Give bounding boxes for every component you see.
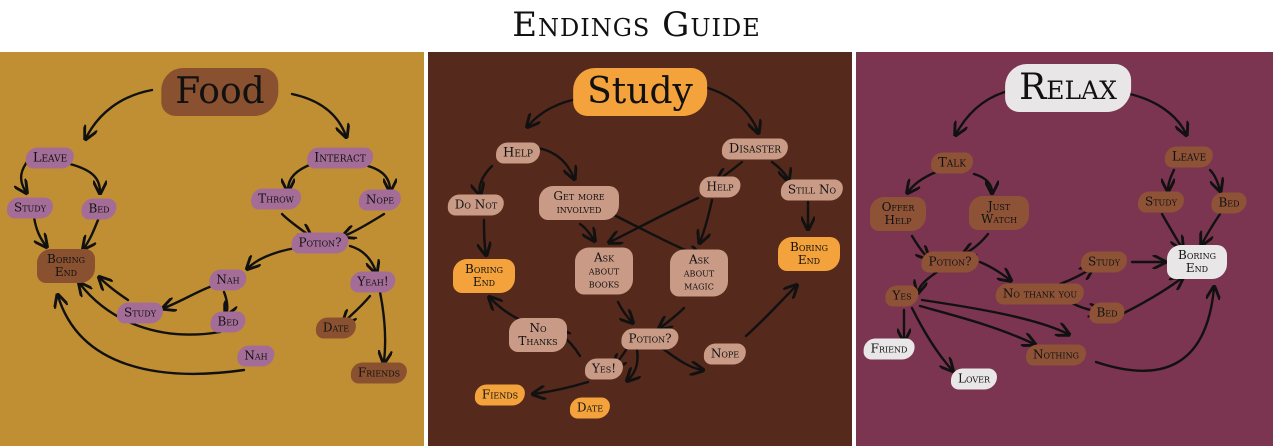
relax-title[interactable]: Relax [1005, 64, 1131, 112]
relax-node-talk[interactable]: Talk [931, 152, 973, 174]
study-node-fiends[interactable]: Fiends [474, 384, 526, 406]
food-node-nah2[interactable]: Nah [237, 345, 275, 367]
study-node-disaster[interactable]: Disaster [721, 138, 789, 160]
relax-node-leave[interactable]: Leave [1164, 146, 1214, 168]
study-node-nope[interactable]: Nope [703, 343, 747, 365]
food-panel: Food Leave Study Bed Boring End Interact… [0, 52, 424, 446]
food-node-study2[interactable]: Study [117, 302, 163, 324]
relax-node-offer-help[interactable]: Offer Help [870, 197, 926, 231]
study-node-potion[interactable]: Potion? [621, 328, 679, 350]
food-node-nope[interactable]: Nope [358, 189, 402, 211]
study-node-yes[interactable]: Yes! [584, 358, 624, 380]
food-node-leave[interactable]: Leave [25, 147, 75, 169]
food-title[interactable]: Food [161, 68, 279, 116]
study-panel: Study Help Disaster Do Not Get more invo… [428, 52, 852, 446]
food-node-bed[interactable]: Bed [81, 198, 117, 220]
study-node-ask-books[interactable]: Ask about books [575, 247, 633, 295]
relax-node-yes[interactable]: Yes [885, 285, 919, 307]
relax-panel: Relax Talk Leave Offer Help Just Watch S… [856, 52, 1273, 446]
study-node-help[interactable]: Help [496, 142, 540, 164]
relax-node-no-thank-you[interactable]: No thank you [995, 283, 1085, 305]
relax-node-potion[interactable]: Potion? [921, 251, 979, 273]
study-node-date[interactable]: Date [569, 397, 611, 419]
study-title[interactable]: Study [573, 68, 707, 116]
relax-node-bed[interactable]: Bed [1211, 192, 1247, 214]
food-node-bed2[interactable]: Bed [210, 311, 246, 333]
food-node-study[interactable]: Study [7, 197, 53, 219]
relax-node-boring-end[interactable]: Boring End [1167, 245, 1227, 279]
relax-node-friend[interactable]: Friend [863, 338, 915, 360]
food-node-interact[interactable]: Interact [307, 147, 373, 169]
relax-node-study2[interactable]: Study [1081, 251, 1127, 273]
study-node-help2[interactable]: Help [699, 176, 741, 198]
relax-node-just-watch[interactable]: Just Watch [969, 196, 1029, 230]
food-node-friends[interactable]: Friends [350, 362, 408, 384]
food-node-nah[interactable]: Nah [209, 269, 247, 291]
study-node-boring-end2[interactable]: Boring End [778, 237, 840, 271]
relax-node-nothing[interactable]: Nothing [1026, 344, 1086, 366]
food-node-potion[interactable]: Potion? [291, 232, 349, 254]
food-node-yeah[interactable]: Yeah! [350, 271, 396, 293]
study-node-ask-magic[interactable]: Ask about magic [670, 249, 728, 297]
food-node-date[interactable]: Date [315, 317, 357, 339]
study-node-no-thanks[interactable]: No Thanks [509, 318, 567, 352]
study-node-get-more[interactable]: Get more involved [539, 186, 619, 220]
food-node-boring-end[interactable]: Boring End [37, 249, 95, 283]
relax-node-study[interactable]: Study [1138, 191, 1184, 213]
study-node-still-no[interactable]: Still No [780, 179, 844, 201]
page-title: Endings Guide [512, 5, 761, 45]
study-node-boring-end[interactable]: Boring End [453, 259, 515, 293]
relax-node-bed2[interactable]: Bed [1089, 302, 1125, 324]
food-node-throw[interactable]: Throw [251, 188, 301, 210]
relax-node-lover[interactable]: Lover [950, 368, 998, 390]
study-node-do-not[interactable]: Do Not [447, 194, 505, 216]
